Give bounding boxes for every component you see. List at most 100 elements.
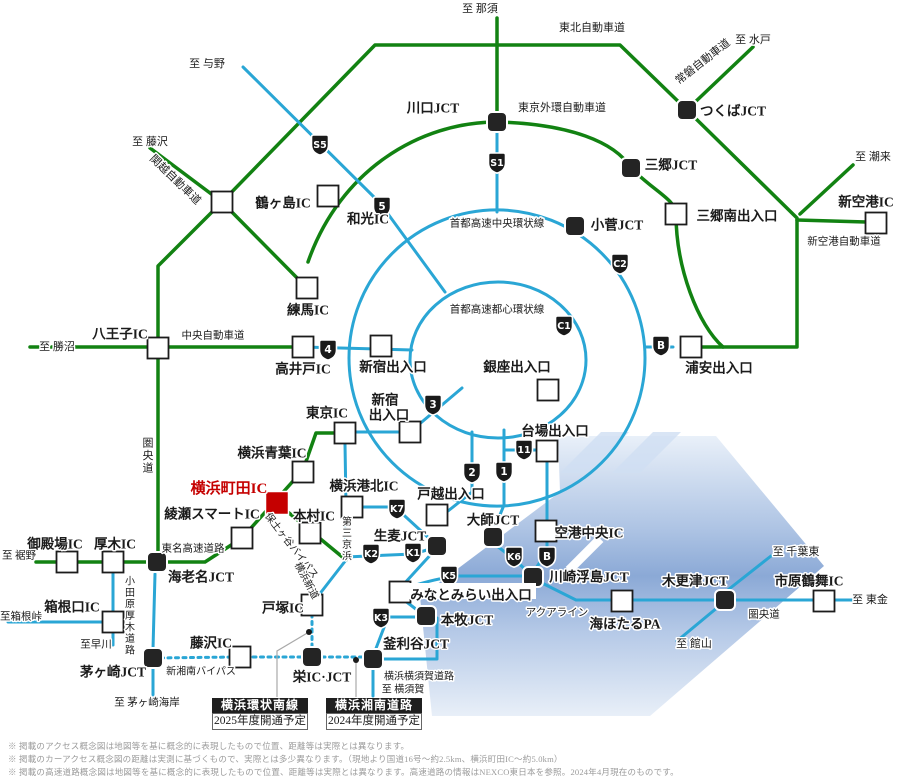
road-planned-chigasaki-fujisawa: [151, 655, 240, 660]
svg-text:S5: S5: [313, 140, 326, 151]
label-name-chigasaki: 茅ヶ崎JCT: [80, 664, 146, 680]
route-badge-K3: K3: [371, 607, 391, 630]
label-name-daiba: 台場出入口: [521, 423, 589, 439]
svg-text:11: 11: [517, 445, 530, 456]
road-kenodo-sagami: [151, 572, 157, 651]
label-name-fujisawa: 藤沢IC: [190, 635, 232, 651]
tokyo-bay-area: [420, 436, 824, 716]
node-togoshi-iriguchi: [425, 503, 449, 527]
label-name-nerima: 練馬IC: [287, 302, 329, 318]
node-shinkuko-ic: [864, 211, 888, 235]
label-name-kosuge: 小菅JCT: [591, 217, 644, 233]
planned-route-subtitle: 2025年度開通予定: [212, 713, 308, 730]
label-name-kuko-chuo: 空港中央IC: [554, 525, 623, 541]
label-name-kisarazu: 木更津JCT: [661, 573, 728, 589]
label-road-chuo-kanjo: 首都高速中央環状線: [450, 217, 545, 230]
route-badge-3: 3: [423, 394, 443, 417]
road-mito-spur: [690, 45, 755, 107]
label-road-daisan-keihin: 第三京浜: [342, 514, 352, 562]
node-kosuge-jct: [564, 215, 586, 237]
label-name-tokyo-ic: 東京IC: [306, 405, 348, 421]
node-umihotaru-pa: [610, 589, 634, 613]
route-badge-K2: K2: [361, 543, 381, 566]
svg-text:4: 4: [324, 344, 331, 356]
node-gotemba-ic: [55, 550, 79, 574]
label-dest-katsunuma: 至 勝沼: [39, 339, 75, 353]
route-badge-S1: S1: [487, 152, 507, 175]
label-road-joban: 常磐自動車道: [672, 35, 733, 87]
label-dest-chibahigashi: 至 千葉東: [773, 544, 820, 558]
route-badge-5: 5: [372, 196, 392, 219]
svg-text:K2: K2: [364, 549, 378, 560]
label-road-odawara-atsugi: 小田原厚木道路: [125, 575, 135, 656]
road-kenodo-west: [156, 200, 224, 564]
label-name-aoba: 横浜青葉IC: [237, 445, 306, 461]
road-shuto-1-haneda: [491, 428, 506, 534]
svg-text:2: 2: [468, 467, 475, 479]
node-kawaguchi-jct: [486, 111, 508, 133]
label-name-atsugi: 厚木IC: [94, 536, 136, 552]
planned-route-title: 横浜環状南線: [212, 698, 308, 713]
node-daishi-jct: [482, 526, 504, 548]
route-badge-B: B: [537, 546, 557, 569]
svg-text:C2: C2: [613, 259, 627, 270]
label-dest-chigasaki-kaigan: 至 茅ヶ崎海岸: [114, 696, 180, 709]
road-shuto-2-meguro: [446, 430, 474, 513]
planned-route-subtitle: 2024年度開通予定: [326, 713, 422, 730]
label-name-misato-minami: 三郷南出入口: [697, 208, 778, 224]
svg-text:K1: K1: [406, 548, 420, 559]
label-name-wako: 和光IC: [347, 211, 389, 227]
road-chibahigashi-spur: [722, 554, 773, 595]
label-road-tomei: 東名高速道路: [162, 542, 225, 555]
node-hachioji-ic: [146, 336, 170, 360]
node-tsukuba-jct: [676, 99, 698, 121]
node-ebina-jct: [146, 551, 168, 573]
node-dot-shonan-doro: [353, 657, 359, 663]
label-name-shinjuku2b: 出入口: [369, 407, 410, 423]
footnote-line: ※ 掲載の高速道路概念図は地図等を基に概念的に表現したもので位置、距離等は実際と…: [8, 767, 679, 776]
node-honmoku-jct: [415, 605, 437, 627]
label-road-aqualine: アクアライン: [526, 607, 588, 619]
label-bg: [406, 583, 536, 599]
route-badge-C2: C2: [610, 253, 630, 276]
route-badge-2: 2: [462, 462, 482, 485]
label-name-hachioji: 八王子IC: [91, 327, 148, 342]
road-toshin-kanjo-circle: [408, 280, 588, 440]
label-dest-fujisawa-n: 至 藤沢: [132, 134, 168, 148]
svg-text:3: 3: [429, 399, 436, 411]
node-shinjuku-iriguchi-2: [398, 420, 422, 444]
node-kamariya-jct: [362, 648, 384, 670]
node-daiba-iriguchi: [535, 439, 559, 463]
label-dest-nasu: 至 那須: [462, 2, 498, 15]
label-dest-togane: 至 東金: [852, 592, 888, 606]
node-kisarazu-jct: [714, 589, 736, 611]
label-name-minatomirai: みなとみらい出入口: [410, 587, 532, 603]
label-road-yokosuka1: 横浜横須賀道路: [384, 670, 454, 683]
node-hakoneguchi-ic: [101, 610, 125, 634]
label-dest-hayakawa: 至早川: [80, 639, 112, 651]
node-tsurugashima-ic: [210, 190, 234, 214]
label-name-shinkuko: 新空港IC: [838, 194, 894, 210]
node-yokohama-machida-ic: [264, 490, 290, 516]
label-road-toshin-kanjo: 首都高速都心環状線: [450, 303, 545, 316]
label-name-misato: 三郷JCT: [645, 158, 698, 173]
node-nerima-ic: [295, 276, 319, 300]
label-name-kawaguchi: 川口JCT: [406, 101, 460, 116]
label-road-gaikan: 東京外環自動車道: [518, 100, 606, 114]
label-name-tsukuba: つくばJCT: [700, 104, 766, 119]
label-name-ichihara: 市原鶴舞IC: [774, 573, 843, 589]
svg-text:K3: K3: [374, 613, 388, 624]
footnote-line: ※ 掲載のカーアクセス概念図の距離は実測に基づくもので、実際とは多少異なります。…: [8, 754, 563, 764]
node-dot-kanjo-nansen: [306, 629, 312, 635]
road-aqualine: [538, 580, 860, 602]
road-gaikan-expwy: [306, 120, 725, 349]
planned-route-box-kanjo-nansen: 横浜環状南線 2025年度開通予定: [212, 698, 308, 730]
label-dest-tateyama: 至 館山: [676, 636, 712, 650]
label-name-honmura: 本村IC: [293, 508, 335, 524]
label-name-totsuka: 戸塚IC: [262, 601, 304, 616]
label-road-yokosuka2: 至 横須賀: [382, 683, 425, 696]
road-kamariya-link: [378, 616, 439, 661]
svg-text:B: B: [657, 340, 665, 352]
node-atsugi-ic: [101, 550, 125, 574]
node-fujisawa-ic: [228, 645, 252, 669]
